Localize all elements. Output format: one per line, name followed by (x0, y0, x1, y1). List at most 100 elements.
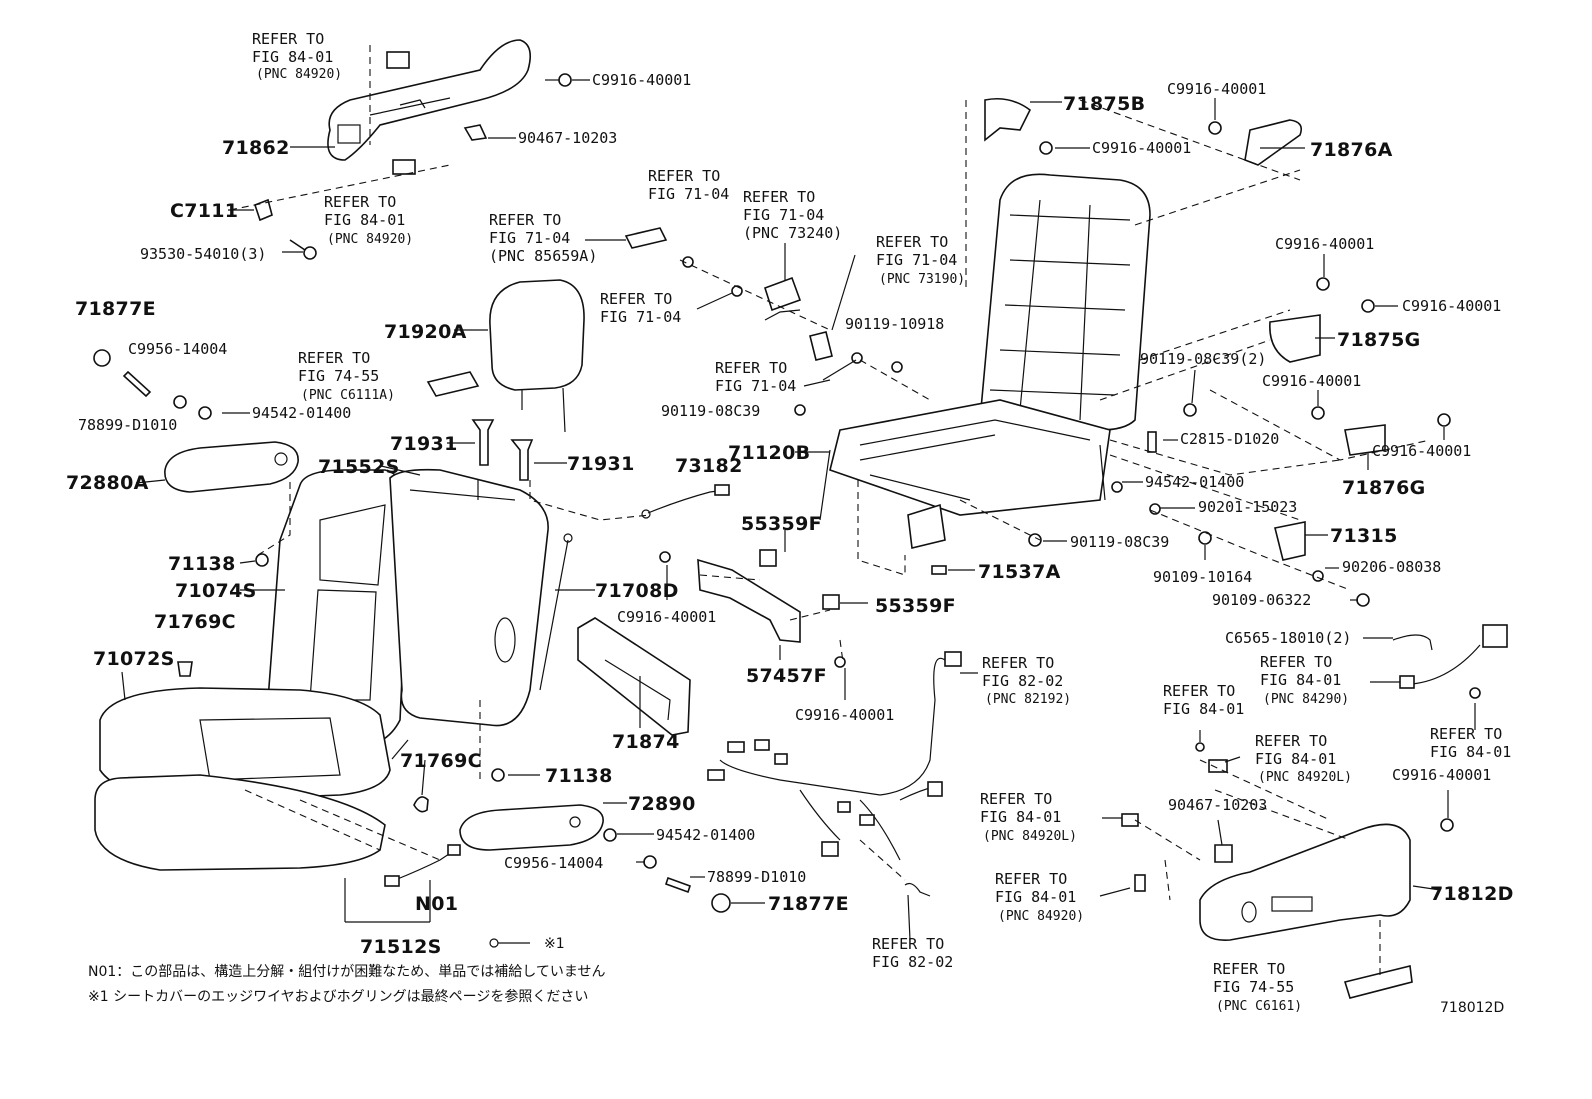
svg-text:REFER TO: REFER TO (1255, 732, 1327, 750)
bolt-78899-top (122, 370, 152, 398)
refer-11: REFER TO FIG 84-01 (PNC 84290) (1260, 653, 1349, 707)
label-71120b: 71120B (728, 442, 810, 464)
label-c9956-a: C9956-14004 (128, 340, 227, 358)
label-c2815: C2815-D1020 (1180, 430, 1279, 448)
label-71875g: 71875G (1337, 329, 1421, 351)
label-78899-b: 78899-D1010 (707, 868, 806, 886)
label-71138-a: 71138 (168, 553, 236, 575)
washer-94542-bot (603, 828, 617, 842)
svg-text:REFER TO: REFER TO (715, 359, 787, 377)
refer-12: REFER TO FIG 84-01 (1163, 682, 1244, 718)
label-90119-10918: 90119-10918 (845, 315, 944, 333)
tag-55359f-a (759, 549, 777, 567)
svg-text:FIG 71-04: FIG 71-04 (489, 229, 570, 247)
label-c9916-8: C9916-40001 (617, 608, 716, 626)
svg-text:REFER TO: REFER TO (600, 290, 672, 308)
refer-10: REFER TO FIG 82-02 (PNC 82192) (982, 654, 1071, 707)
clip-71769c-a (177, 661, 193, 677)
label-55359f-a: 55359F (741, 513, 822, 535)
seat-frame-71120b (819, 173, 1151, 521)
svg-text:(PNC 84920L): (PNC 84920L) (983, 829, 1077, 844)
label-90109-10164: 90109-10164 (1153, 568, 1252, 586)
screw-c9916-bracket (659, 551, 846, 668)
bracket-73190 (809, 331, 833, 361)
refer-7: REFER TO FIG 71-04 (600, 290, 681, 326)
cover-71876a (1244, 119, 1303, 166)
label-c9916-4: C9916-40001 (1275, 235, 1374, 253)
refer-14: REFER TO FIG 84-01 (1430, 725, 1511, 761)
label-94542-b: 94542-01400 (656, 826, 755, 844)
svg-text:(PNC 82192): (PNC 82192) (985, 692, 1071, 707)
svg-text:(PNC 84920L): (PNC 84920L) (1258, 770, 1352, 785)
seatback-pad-71552s (389, 468, 549, 727)
harness-n01 (384, 844, 461, 887)
label-71876g: 71876G (1342, 477, 1426, 499)
svg-text:FIG 74-55: FIG 74-55 (1213, 978, 1294, 996)
svg-text:REFER TO: REFER TO (1163, 682, 1235, 700)
svg-text:REFER TO: REFER TO (1213, 960, 1285, 978)
svg-text:FIG 71-04: FIG 71-04 (600, 308, 681, 326)
label-c9916-3: C9916-40001 (1092, 139, 1191, 157)
label-c9916-6: C9916-40001 (1262, 372, 1361, 390)
label-78899-a: 78899-D1010 (78, 416, 177, 434)
svg-text:REFER TO: REFER TO (876, 233, 948, 251)
label-71812d: 71812D (1430, 883, 1514, 905)
tag-c6161 (1343, 965, 1413, 999)
label-90467-a: 90467-10203 (518, 129, 617, 147)
leader-lines (121, 45, 1476, 975)
label-c9916-10: C9916-40001 (1392, 766, 1491, 784)
label-c9916-9: C9916-40001 (795, 706, 894, 724)
bolt-78899-bot (664, 876, 692, 894)
label-71862: 71862 (222, 137, 290, 159)
label-90109-06322: 90109-06322 (1212, 591, 1311, 609)
cover-85659a (624, 227, 668, 249)
switch-parts-right (1121, 624, 1508, 892)
washers-refer-7104 (731, 285, 863, 364)
svg-text:(PNC C6161): (PNC C6161) (1216, 999, 1302, 1014)
svg-text:(PNC C6111A): (PNC C6111A) (301, 388, 395, 403)
svg-text:FIG 82-02: FIG 82-02 (982, 672, 1063, 690)
svg-text:REFER TO: REFER TO (324, 193, 396, 211)
side-shield-upper-left (327, 39, 531, 161)
headrest-guide-71931-a (471, 419, 495, 466)
label-71877e-bot: 71877E (768, 893, 849, 915)
svg-text:FIG 71-04: FIG 71-04 (715, 377, 796, 395)
label-c9956-b: C9956-14004 (504, 854, 603, 872)
svg-text:(PNC 85659A): (PNC 85659A) (489, 247, 597, 265)
svg-text:(PNC 84290): (PNC 84290) (1263, 692, 1349, 707)
label-90119-08c39-2: 90119-08C39(2) (1140, 350, 1266, 368)
washer-94542-top (198, 406, 212, 420)
label-94542-a: 94542-01400 (252, 404, 351, 422)
label-71512s: 71512S (360, 936, 442, 958)
svg-text:REFER TO: REFER TO (252, 30, 324, 48)
label-71875b: 71875B (1063, 93, 1145, 115)
svg-text:REFER TO: REFER TO (982, 654, 1054, 672)
svg-text:REFER TO: REFER TO (872, 935, 944, 953)
refer-2: REFER TO FIG 84-01 (PNC 84920) (324, 193, 413, 247)
label-71876a: 71876A (1310, 139, 1393, 161)
refer-13: REFER TO FIG 84-01 (PNC 84920L) (1255, 732, 1352, 785)
clip-71769c-b (413, 796, 429, 813)
knob-71877e-bot (711, 893, 731, 913)
svg-text:REFER TO: REFER TO (1260, 653, 1332, 671)
hog-ring-symbol: ※1 (544, 936, 565, 952)
refer-4: REFER TO FIG 71-04 (PNC 73240) (743, 188, 842, 242)
label-72890: 72890 (628, 793, 696, 815)
svg-text:FIG 84-01: FIG 84-01 (980, 808, 1061, 826)
label-71708d: 71708D (595, 580, 679, 602)
seatbelt-buckle (764, 276, 802, 321)
label-c9916-7: C9916-40001 (1372, 442, 1471, 460)
svg-text:REFER TO: REFER TO (489, 211, 561, 229)
legend: ※1 N01：この部品は、構造上分解・組付けが困難なため、単品では補給していませ… (88, 936, 1504, 1016)
headrest-guide-71931-b (510, 439, 534, 481)
label-71138-b: 71138 (545, 765, 613, 787)
svg-text:REFER TO: REFER TO (298, 349, 370, 367)
svg-text:(PNC 73240): (PNC 73240) (743, 224, 842, 242)
label-72880a: 72880A (66, 472, 149, 494)
side-cover-71537a (907, 503, 947, 575)
svg-text:FIG 84-01: FIG 84-01 (1430, 743, 1511, 761)
diagram-id: 718012D (1440, 1000, 1504, 1016)
svg-text:FIG 84-01: FIG 84-01 (1163, 700, 1244, 718)
label-71874: 71874 (612, 731, 680, 753)
clip-c7111 (253, 198, 273, 222)
